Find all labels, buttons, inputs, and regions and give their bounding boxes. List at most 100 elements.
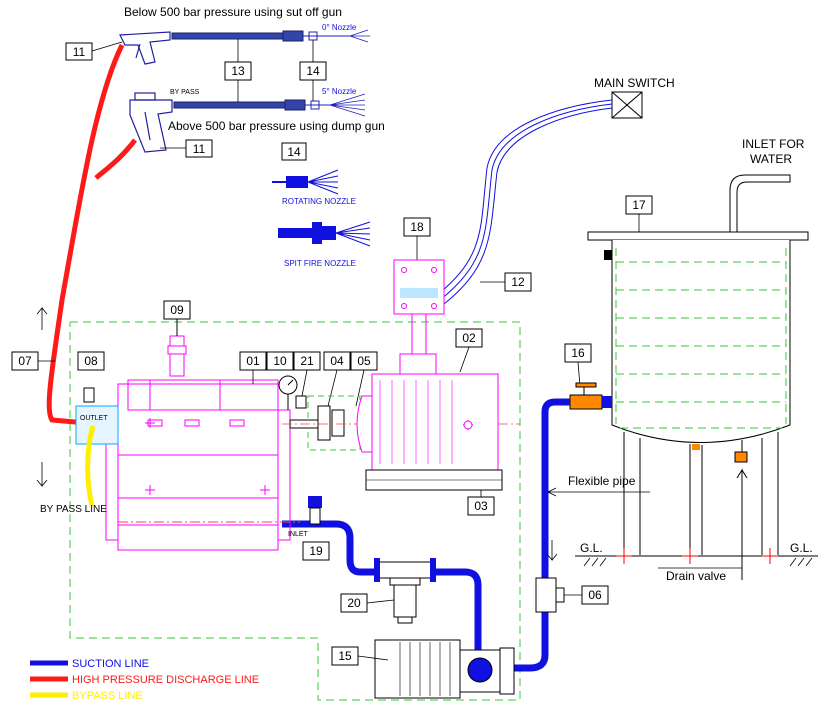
high-pressure-hose-gun2 — [94, 138, 137, 180]
tag-08: 08 — [77, 351, 105, 371]
tag-02: 02 — [455, 328, 483, 348]
drain-valve — [734, 440, 748, 580]
water-inlet-pipe — [729, 174, 791, 232]
flexible-pipe-label: Flexible pipe — [568, 474, 636, 488]
svg-text:06: 06 — [588, 588, 602, 602]
svg-text:07: 07 — [18, 354, 32, 368]
sensor-21 — [295, 369, 308, 409]
filter-20 — [374, 558, 436, 624]
outlet-label: OUTLET — [80, 415, 108, 422]
legend-label: HIGH PRESSURE DISCHARGE LINE — [72, 674, 259, 686]
tag-04: 04 — [323, 351, 351, 371]
gl-right-label: G.L. — [790, 541, 813, 555]
lance-13-top — [171, 29, 370, 43]
tag-01: 01 — [239, 351, 267, 371]
tag-20: 20 — [340, 593, 368, 613]
tag-07: 07 — [11, 351, 39, 371]
flow-arrow-bypass — [36, 462, 48, 488]
skid-frame — [69, 321, 521, 701]
tag-14b: 14 — [281, 142, 307, 161]
svg-text:14: 14 — [287, 145, 301, 159]
bottom-title: Above 500 bar pressure using dump gun — [168, 119, 385, 133]
tag-13: 13 — [224, 61, 252, 81]
tag-11a: 11 — [65, 42, 93, 61]
rotating-nozzle-label: ROTATING NOZZLE — [282, 197, 356, 206]
svg-text:14: 14 — [306, 64, 320, 78]
power-cable — [439, 103, 613, 301]
water-tank — [587, 231, 809, 555]
tag-21: 21 — [293, 351, 321, 371]
drain-valve-label: Drain valve — [666, 569, 726, 583]
svg-text:01: 01 — [246, 354, 260, 368]
motor-base — [365, 469, 503, 491]
coupling — [282, 395, 520, 451]
legend-label: BYPASS LINE — [72, 690, 143, 702]
bypass-line — [85, 425, 96, 507]
nozzle-0-label: 0° Nozzle — [322, 23, 357, 32]
svg-text:03: 03 — [474, 499, 488, 513]
svg-text:11: 11 — [73, 45, 86, 59]
tag-09: 09 — [163, 300, 191, 320]
legend-label: SUCTION LINE — [72, 658, 149, 670]
svg-text:13: 13 — [231, 64, 245, 78]
lance-13-bottom — [173, 93, 366, 117]
flow-arrow-up — [36, 306, 48, 330]
strainer-06 — [535, 577, 565, 613]
tag-05: 05 — [350, 351, 378, 371]
svg-text:09: 09 — [170, 303, 184, 317]
legend: SUCTION LINE HIGH PRESSURE DISCHARGE LINE… — [30, 658, 259, 702]
by-pass-line-label: BY PASS LINE — [40, 504, 107, 515]
svg-text:11: 11 — [193, 142, 206, 156]
dump-gun — [129, 92, 173, 153]
tag-16: 16 — [564, 343, 592, 363]
tag-17: 17 — [625, 195, 653, 215]
tag-14a: 14 — [299, 61, 327, 81]
gl-left-label: G.L. — [580, 541, 603, 555]
main-switch-label: MAIN SWITCH — [594, 76, 675, 90]
nozzle-5-label: 5° Nozzle — [322, 87, 357, 96]
svg-text:05: 05 — [357, 354, 371, 368]
svg-text:04: 04 — [330, 354, 344, 368]
svg-text:08: 08 — [84, 354, 98, 368]
electric-motor — [356, 353, 499, 471]
inlet-label: INLET — [288, 531, 309, 538]
tag-11b: 11 — [185, 139, 213, 158]
high-pressure-hose — [46, 43, 125, 428]
booster-pump — [374, 639, 515, 699]
top-title: Below 500 bar pressure using sut off gun — [124, 5, 342, 19]
tag-19: 19 — [302, 541, 330, 561]
flow-arrow-down — [546, 540, 558, 562]
control-panel — [393, 259, 445, 354]
spit-fire-nozzle — [278, 221, 371, 247]
svg-text:17: 17 — [632, 198, 646, 212]
tag-18: 18 — [403, 217, 431, 237]
suction-line-to-filter — [432, 568, 482, 650]
tag-12: 12 — [504, 272, 532, 292]
svg-text:15: 15 — [338, 649, 352, 663]
suction-line-to-inlet — [282, 520, 378, 576]
pressure-gauge — [278, 375, 298, 410]
svg-text:18: 18 — [410, 220, 424, 234]
valve-16 — [569, 382, 612, 410]
tag-06: 06 — [581, 585, 609, 605]
svg-text:20: 20 — [347, 596, 361, 610]
svg-text:10: 10 — [273, 354, 287, 368]
outlet-block — [75, 387, 119, 445]
rotating-nozzle — [272, 169, 339, 195]
tag-10: 10 — [266, 351, 294, 371]
inlet-water-label-2: WATER — [750, 152, 792, 166]
suction-line — [480, 398, 570, 672]
svg-text:02: 02 — [462, 331, 476, 345]
svg-text:16: 16 — [571, 346, 585, 360]
svg-text:12: 12 — [511, 275, 525, 289]
svg-text:19: 19 — [309, 544, 323, 558]
svg-text:21: 21 — [300, 354, 314, 368]
spit-fire-nozzle-label: SPIT FIRE NOZZLE — [284, 259, 356, 268]
inlet-water-label-1: INLET FOR — [742, 137, 805, 151]
tag-15: 15 — [331, 646, 359, 666]
shut-off-gun — [119, 31, 171, 65]
main-pump — [105, 379, 300, 551]
inlet-valve — [308, 496, 322, 525]
tag-03: 03 — [467, 496, 495, 516]
